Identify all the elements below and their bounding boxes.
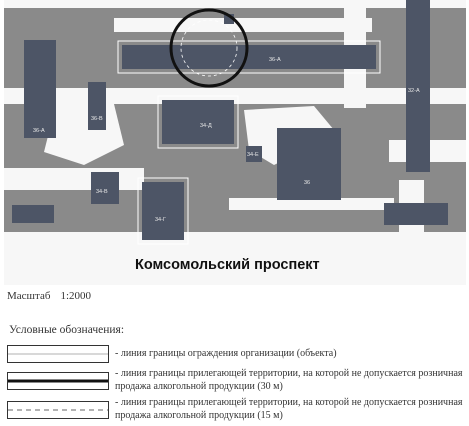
legend-text-fence-boundary: - линия границы ограждения организации (… <box>115 348 337 359</box>
building-small-right <box>384 203 448 225</box>
legend-title: Условные обозначения: <box>9 324 125 336</box>
object-marker-circle <box>169 8 249 88</box>
legend-symbol-dashed-line <box>7 401 109 419</box>
building-label-36-a-left: 36-А <box>33 128 45 134</box>
legend-text-15m-boundary: - линия границы прилегающей территории, … <box>115 397 463 421</box>
scale-label: Масштаб <box>7 290 51 302</box>
buildings <box>12 0 448 240</box>
legend-symbol-thick-line <box>7 372 109 390</box>
building-label-36-right: 36 <box>304 180 310 186</box>
boundary-lines <box>117 40 381 245</box>
map-scale: Масштаб 1:2000 <box>7 290 91 302</box>
object-marker-inner-circle <box>180 19 238 77</box>
building-label-34-d: 34-Д <box>200 123 212 129</box>
building-36-right <box>277 128 341 200</box>
scale-value: 1:2000 <box>60 290 91 302</box>
building-label-34-e: 34-Е <box>247 152 259 158</box>
building-small-bottom-left <box>12 205 54 223</box>
building-34-v <box>91 172 119 204</box>
legend-item-15m-boundary: - линия границы прилегающей территории, … <box>7 397 463 425</box>
building-34-e <box>246 146 262 162</box>
legend-text-30m-boundary: - линия границы прилегающей территории, … <box>115 368 463 392</box>
legend-symbol-double-thin-line <box>7 345 109 363</box>
building-label-34-v: 34-В <box>96 189 108 195</box>
building-36-a-main <box>122 45 376 69</box>
legend-item-fence-boundary: - линия границы ограждения организации (… <box>7 344 463 366</box>
site-plan-map: 36-А 36-А 36-В 34-Д 34-Е 36 34-В 34-Г 32… <box>4 0 466 285</box>
building-small-top <box>224 14 234 24</box>
building-label-34-g: 34-Г <box>155 217 166 223</box>
building-32-a <box>406 0 430 172</box>
legend-item-30m-boundary: - линия границы прилегающей территории, … <box>7 368 463 396</box>
building-34-d <box>162 100 234 144</box>
street-label: Комсомольский проспект <box>135 257 320 273</box>
building-label-36-v: 36-В <box>91 116 103 122</box>
building-34-g <box>142 182 184 240</box>
building-36-v <box>88 82 106 130</box>
building-label-36-a-main: 36-А <box>269 57 281 63</box>
building-label-32-a: 32-А <box>408 88 420 94</box>
building-36-a-left <box>24 40 56 138</box>
